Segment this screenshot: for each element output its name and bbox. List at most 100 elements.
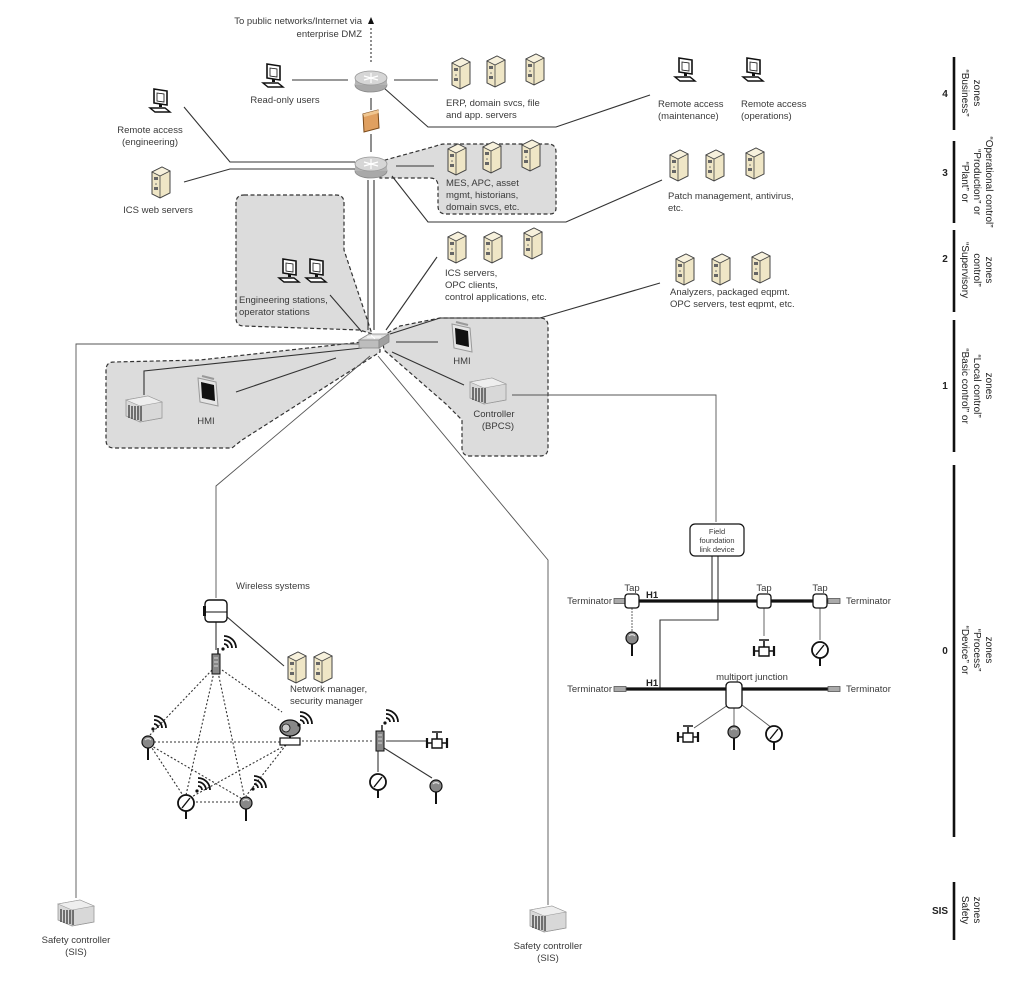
safety-controller-left-icon[interactable] <box>57 899 95 927</box>
wire-switch-sis-left <box>75 343 362 898</box>
historian-server-icon[interactable] <box>482 141 502 174</box>
enterprise-router-icon[interactable] <box>354 70 388 93</box>
domain-server-icon[interactable] <box>486 55 506 88</box>
wire-adapter-xmtr <box>383 747 433 779</box>
analyzer-server-icon[interactable] <box>675 253 695 286</box>
opc-client-server-icon[interactable] <box>483 231 503 264</box>
ics-servers-label-1: ICS servers, <box>445 268 497 279</box>
junction-gauge-icon[interactable] <box>765 725 783 751</box>
wire-switch-sis-right <box>377 355 549 905</box>
safety-controller-right-icon[interactable] <box>529 905 567 933</box>
readonly-users-computer-icon[interactable] <box>262 63 284 88</box>
zone-4: 4 “Business” zones <box>942 57 982 130</box>
zone-1-name-2: “Local control” <box>971 354 982 417</box>
internet-label-1: To public networks/Internet via <box>234 16 363 27</box>
zone-2: 2 “Supervisory control” zones <box>942 230 994 312</box>
packaged-eqpmt-server-icon[interactable] <box>711 253 731 286</box>
sis-right-label-2: (SIS) <box>537 953 559 964</box>
antivirus-server-icon[interactable] <box>705 149 725 182</box>
ff-link-label-2: foundation <box>699 536 734 545</box>
opc-server-icon[interactable] <box>751 251 771 284</box>
ics-web-server-icon[interactable] <box>151 166 171 199</box>
mes-server-icon[interactable] <box>447 143 467 176</box>
ff-link-label-3: link device <box>699 545 734 554</box>
erp-label-1: ERP, domain svcs, file <box>446 98 540 109</box>
wire-switch-hmi-left <box>235 357 337 393</box>
tap-1-icon[interactable] <box>624 593 640 609</box>
patch-server-icon[interactable] <box>669 149 689 182</box>
security-manager-server-icon[interactable] <box>313 651 333 684</box>
sis-left-label-1: Safety controller <box>42 935 111 946</box>
ap-wireless-signal-icon <box>220 635 237 652</box>
wire-switch-analyzers <box>389 282 661 335</box>
wireless-gateway-icon[interactable] <box>203 599 228 623</box>
terminator-icon <box>613 686 627 692</box>
h1-label-lower: H1 <box>646 678 659 689</box>
readonly-users-label: Read-only users <box>250 95 319 106</box>
network-manager-server-icon[interactable] <box>287 651 307 684</box>
junction-valve-icon[interactable] <box>676 724 700 744</box>
zone-0-name-2: “Process” <box>971 629 982 672</box>
wireless-gauge-icon[interactable] <box>177 794 195 820</box>
adapter-gauge-icon[interactable] <box>369 773 387 799</box>
junction-drop-valve <box>693 704 729 729</box>
adapter-transmitter-icon[interactable] <box>429 779 443 805</box>
remote-operations-computer-icon[interactable] <box>742 57 764 82</box>
wireless-transmitter-2-icon[interactable] <box>239 796 253 822</box>
ics-servers-label-3: control applications, etc. <box>445 292 547 303</box>
patch-server-2-icon[interactable] <box>745 147 765 180</box>
wireless-flowmeter-icon[interactable] <box>279 719 301 746</box>
bpcs-controller-icon[interactable] <box>469 377 507 405</box>
gauge-wireless-signal-icon <box>194 777 211 794</box>
terminator-icon <box>827 598 841 604</box>
zone-1-level: 1 <box>942 381 948 392</box>
wire-switch-wireless <box>215 355 371 598</box>
remote-engineering-computer-icon[interactable] <box>149 88 171 113</box>
terminator-label-lower-right: Terminator <box>846 684 891 695</box>
zone-sis-level: SIS <box>932 906 948 917</box>
erp-server-icon[interactable] <box>451 57 471 90</box>
tap-2-icon[interactable] <box>756 593 772 609</box>
junction-transmitter-icon[interactable] <box>727 725 741 751</box>
wire-router-remote-maint <box>383 87 651 128</box>
asset-mgmt-server-icon[interactable] <box>521 139 541 172</box>
ics-server-icon[interactable] <box>447 231 467 264</box>
multiport-junction-icon[interactable] <box>725 681 743 709</box>
zone-1-name-3: zones <box>983 373 994 400</box>
plc-left-icon[interactable] <box>125 395 163 423</box>
firewall-icon[interactable] <box>362 109 380 133</box>
netmgr-label-2: security manager <box>290 696 363 707</box>
wireless-adapter-icon[interactable] <box>375 724 385 752</box>
tap-3-icon[interactable] <box>812 593 828 609</box>
zone-area-level2-stations <box>235 194 373 335</box>
wireless-valve-icon[interactable] <box>425 730 449 750</box>
wire-remote-eng <box>183 106 355 163</box>
zone-0-name-3: zones <box>983 637 994 664</box>
zone-0-name-1: “Device” or <box>959 626 970 676</box>
adapter-wireless-signal-icon <box>382 709 399 726</box>
remote-maintenance-computer-icon[interactable] <box>674 57 696 82</box>
netmgr-label-1: Network manager, <box>290 684 367 695</box>
ff-link-device[interactable]: Field foundation link device <box>689 523 745 557</box>
control-app-server-icon[interactable] <box>523 227 543 260</box>
terminator-label-lower-left: Terminator <box>567 684 612 695</box>
wire-controller-fflink <box>512 394 717 522</box>
eng-stations-label-2: operator stations <box>239 307 310 318</box>
plant-router-icon[interactable] <box>354 156 388 179</box>
remote-maint-label-2: (maintenance) <box>658 111 719 122</box>
file-server-icon[interactable] <box>525 53 545 86</box>
wireless-transmitter-1-icon[interactable] <box>141 735 155 761</box>
zone-2-name-1: “Supervisory <box>959 242 970 298</box>
zone-3-name-1: “Plant” or <box>959 161 970 203</box>
patch-label-2: etc. <box>668 203 683 214</box>
fieldbus-valve-icon[interactable] <box>752 638 776 658</box>
wire-ics-web <box>183 168 355 183</box>
wireless-access-point-icon[interactable] <box>211 647 221 675</box>
fieldbus-transmitter-icon[interactable] <box>625 631 639 657</box>
sis-left-label-2: (SIS) <box>65 947 87 958</box>
ff-link-label-1: Field <box>709 527 725 536</box>
zone-area-level1-left <box>105 339 381 449</box>
fieldbus-gauge-icon[interactable] <box>811 641 829 667</box>
xmtr2-wireless-signal-icon <box>250 775 267 792</box>
hmi-right-label: HMI <box>453 356 470 367</box>
